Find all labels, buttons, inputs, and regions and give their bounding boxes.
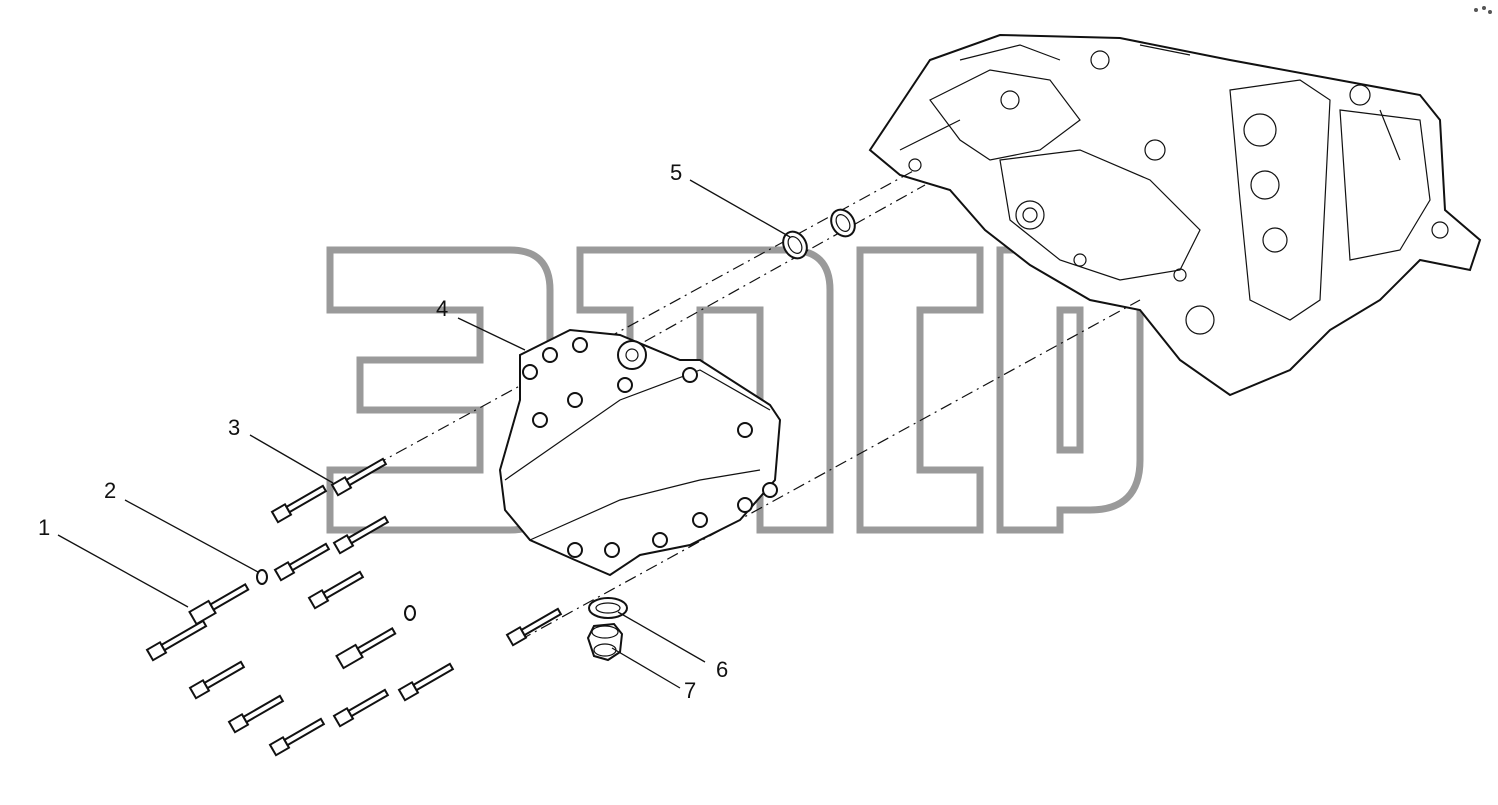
bolt [505, 607, 563, 647]
o-rings-pair [782, 208, 856, 260]
oil-cooler-housing [498, 328, 782, 577]
callout-5: 5 [670, 160, 682, 185]
callout-3: 3 [228, 415, 240, 440]
bolt [397, 662, 455, 702]
callout-labels: 1 2 3 4 5 6 7 [38, 160, 728, 703]
stud-bolt [335, 627, 397, 670]
washer [404, 605, 416, 621]
bolt [273, 542, 331, 582]
leader-lines [57, 179, 791, 689]
callout-2: 2 [104, 478, 116, 503]
callout-4: 4 [436, 296, 448, 321]
callout-6: 6 [716, 657, 728, 682]
drain-plug [586, 622, 624, 662]
bolt [270, 484, 328, 524]
stud-bolt [188, 583, 250, 626]
callout-1: 1 [38, 515, 50, 540]
bolt [330, 457, 388, 497]
bolt [332, 515, 390, 555]
bolt [268, 717, 326, 757]
washer [256, 569, 268, 585]
bolt [188, 660, 246, 700]
fasteners [145, 457, 563, 757]
bolt [227, 694, 285, 734]
callout-7: 7 [684, 678, 696, 703]
seal-ring [588, 597, 628, 619]
bolt [332, 688, 390, 728]
bolt [307, 570, 365, 610]
bolt [145, 619, 208, 662]
engine-block [868, 33, 1482, 397]
corner-mark [1474, 6, 1492, 14]
